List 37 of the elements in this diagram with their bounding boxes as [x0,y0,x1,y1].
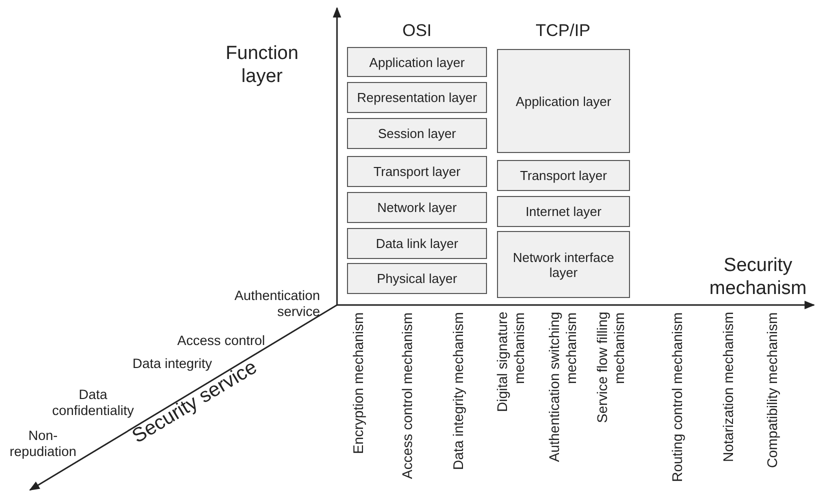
mechanism-label: Compatibility mechanism [764,312,780,470]
column-heading: OSI [401,20,433,41]
mechanism-label: Routing control mechanism [668,312,686,484]
layer-box [497,49,630,153]
layer-box [347,118,487,149]
axis-title: Function layer [224,42,300,88]
layer-name: Network layer [377,200,457,215]
layer-box [347,156,487,187]
layer-name: Application layer [369,54,465,70]
layer-box [497,160,630,191]
mechanism-label: Notarization mechanism [720,312,736,464]
layer-name: Representation layer [357,90,477,105]
service-label: Authentication service [233,288,320,320]
service-label: Data confidentiality [51,387,134,418]
axis-title: Security mechanism [708,254,808,300]
layer-name: Network interface layer [512,250,616,280]
layer-box [347,82,487,113]
layer-name: Session layer [378,126,456,141]
layer-box [347,192,487,223]
layer-name: Internet layer [526,204,602,219]
layer-box [347,47,487,77]
service-label: Non-repudiation [8,428,78,460]
mechanism-label: Access control mechanism [398,312,416,481]
layer-box [347,228,487,259]
mechanism-label: Digital signature mechanism [494,312,528,414]
column-heading: TCP/IP [534,20,592,41]
layer-box [497,231,630,298]
layer-box [497,196,630,227]
layer-name: Data link layer [376,236,458,251]
layer-box [347,263,487,294]
layer-name: Physical layer [376,271,458,286]
service-label: Access control [176,333,265,349]
layer-name: Application layer [516,94,612,108]
layer-name: Transport layer [520,168,607,183]
mechanism-label: Data integrity mechanism [450,312,466,472]
layer-name: Transport layer [374,164,460,179]
mechanism-label: Encryption mechanism [350,312,366,456]
